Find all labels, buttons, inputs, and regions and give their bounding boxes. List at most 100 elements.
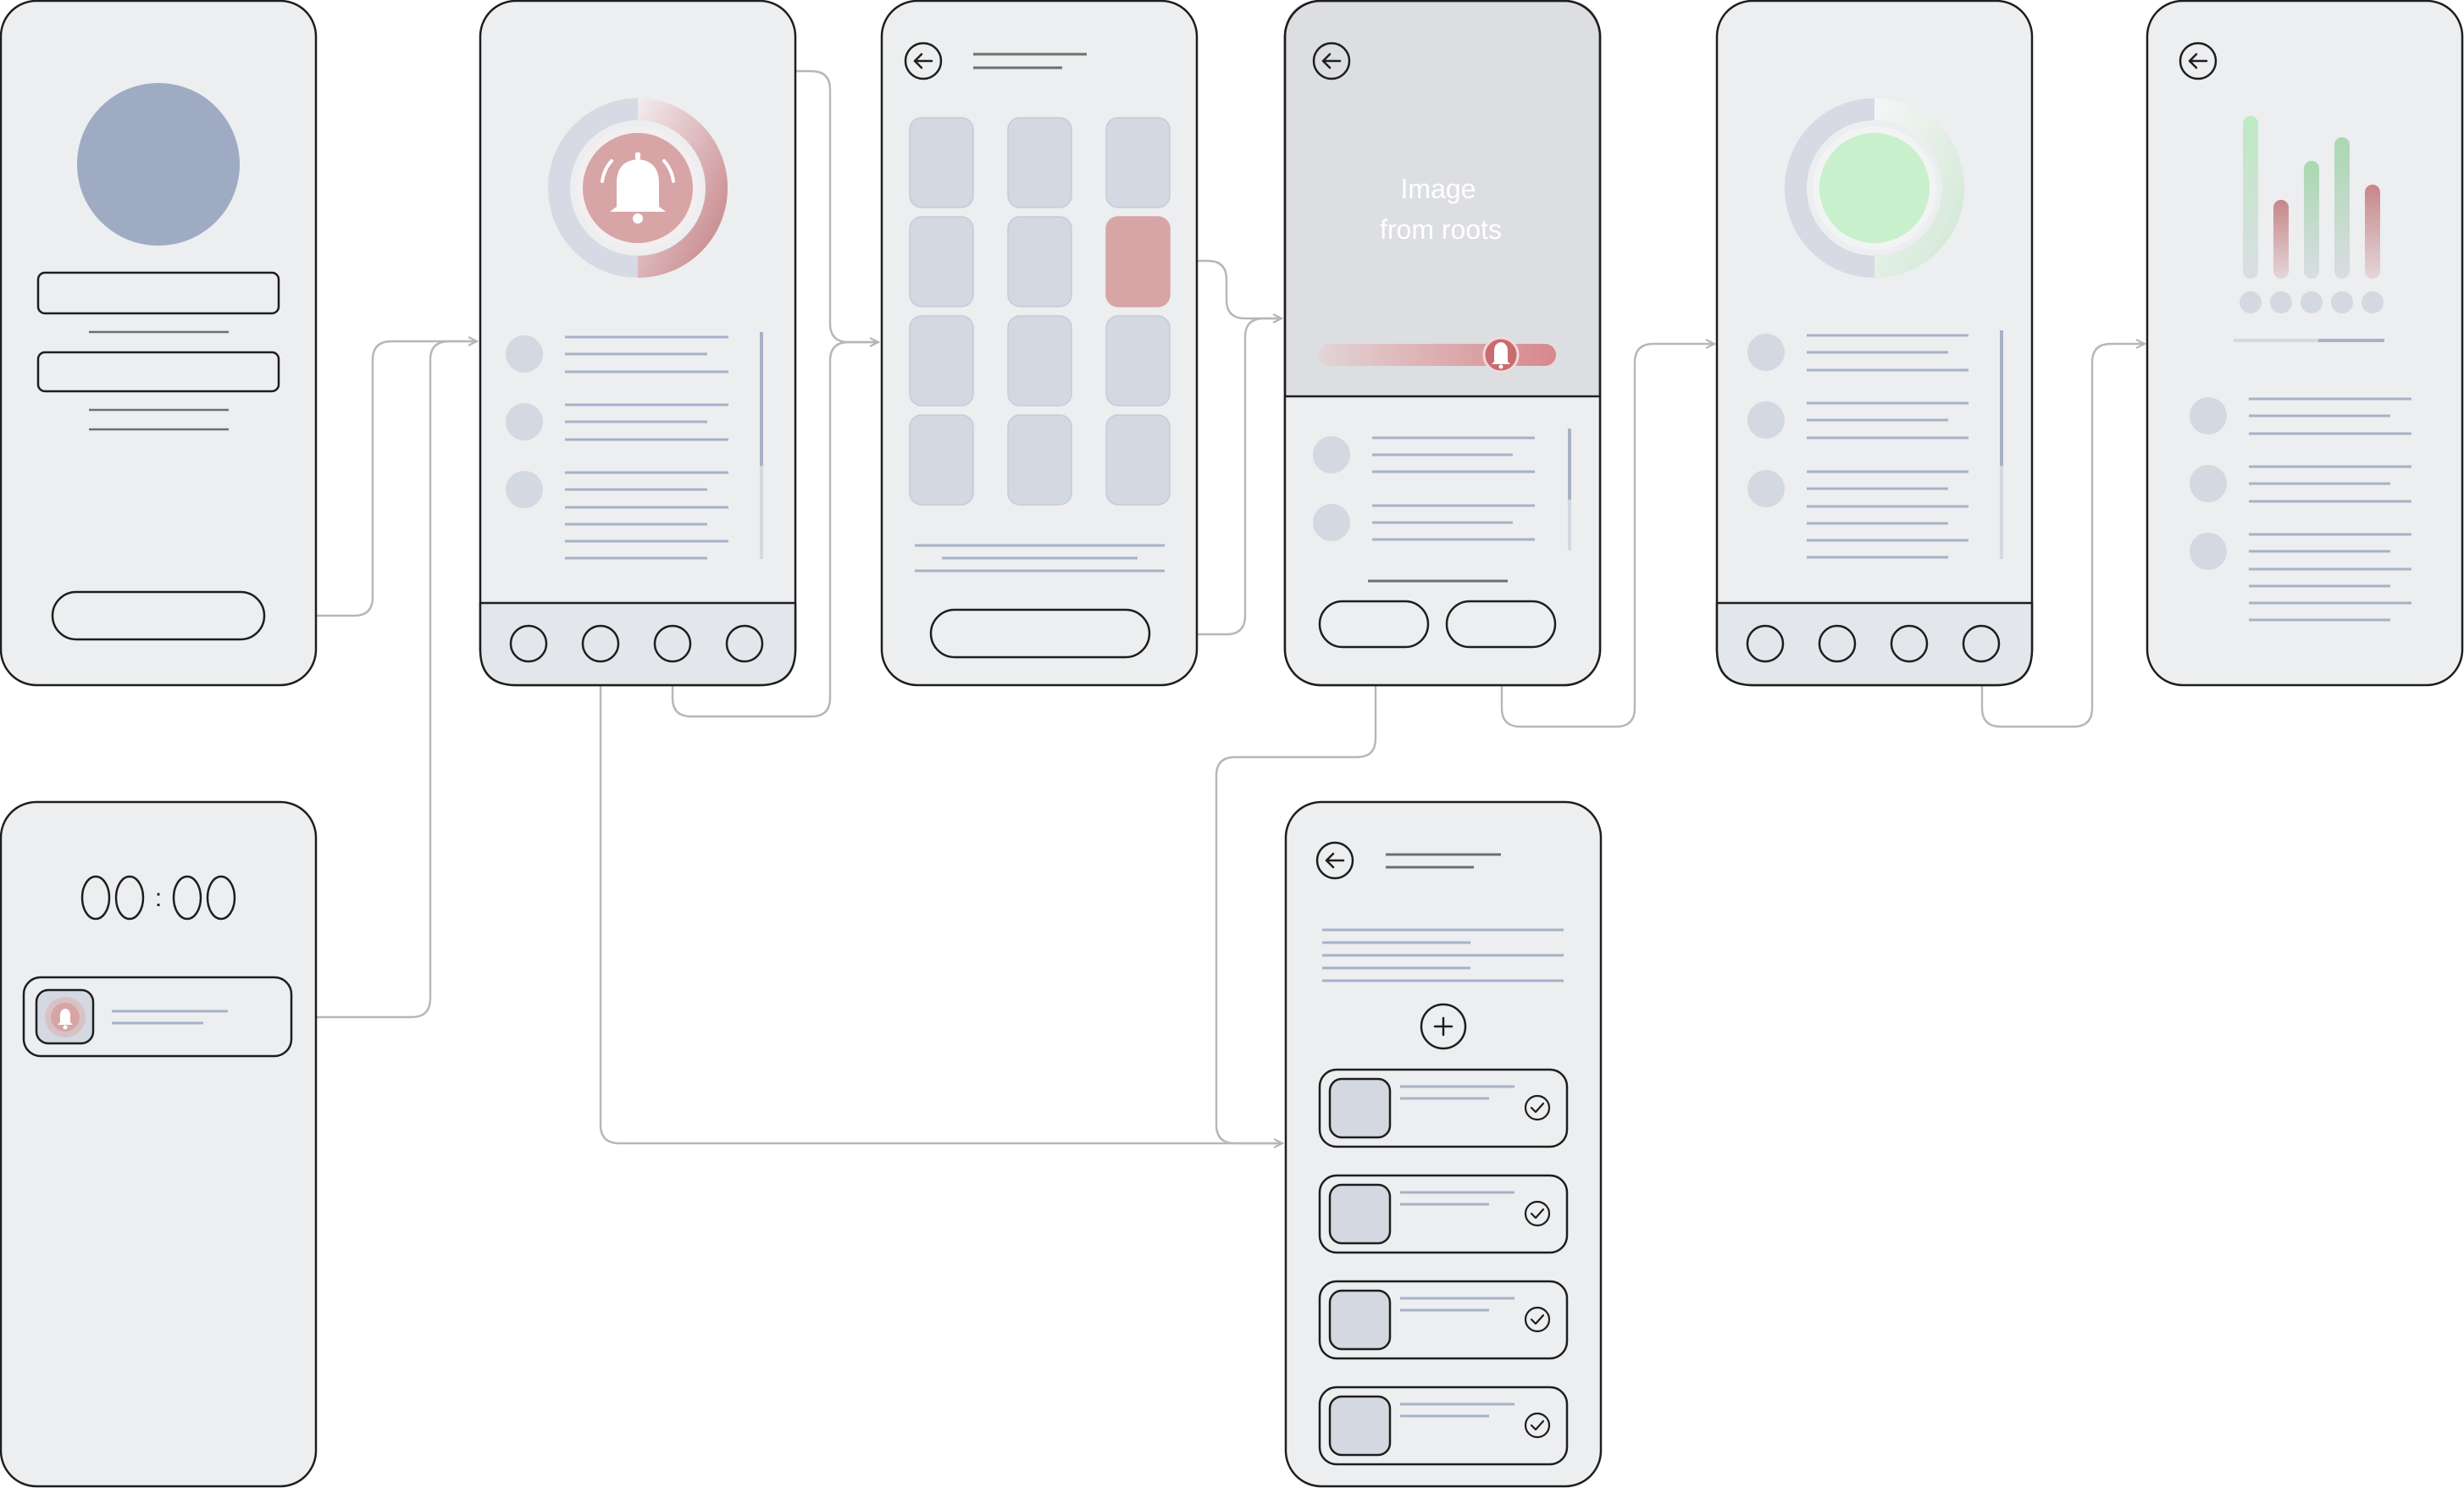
hero-caption-line-1: Image [1401,174,1476,204]
clock-digit-frame [206,875,236,921]
list-item-avatar [2190,397,2227,434]
list-item-avatar [506,335,543,373]
list-item-avatar [1747,470,1785,507]
grid-tile[interactable] [1007,117,1072,208]
left-action-button[interactable] [1318,600,1430,649]
screen-home [479,0,797,687]
grid-tile[interactable] [909,117,974,208]
progress-ring-fill [637,98,728,278]
nav-tab-4[interactable] [725,624,764,663]
bottom-nav-bar [1715,601,2034,687]
continue-button[interactable] [929,608,1151,659]
bottom-nav-bar [479,601,797,687]
bell-icon [1492,342,1510,369]
phone-frame-outline [1283,0,1602,687]
grid-tile[interactable] [1105,117,1171,208]
avatar-placeholder [77,83,240,246]
grid-tile-selected[interactable] [1105,216,1171,307]
card-thumbnail [1328,1395,1392,1457]
grid-tile[interactable] [909,216,974,307]
chart-bar [2273,200,2289,279]
password-field[interactable] [36,351,280,393]
list-item-avatar [1313,436,1350,473]
check-circle-icon[interactable] [1524,1200,1551,1227]
hero-image-area [1285,1,1600,396]
grid-tile[interactable] [1105,315,1171,407]
chart-bar [2243,116,2258,279]
card-thumbnail [1328,1077,1392,1139]
chart-dot[interactable] [2331,291,2353,313]
plus-icon[interactable] [1420,1003,1467,1050]
card-thumbnail [1328,1289,1392,1351]
chart-dot[interactable] [2270,291,2292,313]
clock-digit-frame [80,875,111,921]
clock-digit-frame [172,875,202,921]
notification-card[interactable] [22,976,293,1058]
connector-nav-to-chart [1980,344,2145,728]
list-item-avatar [1747,401,1785,439]
grid-tile[interactable] [1105,414,1171,506]
nav-tab-1[interactable] [509,624,548,663]
back-arrow-icon[interactable] [1312,41,1351,80]
chart-bar [2365,185,2380,279]
right-action-button[interactable] [1445,600,1557,649]
card-thumbnail [1328,1183,1392,1245]
list-card[interactable] [1318,1386,1569,1466]
check-circle-icon[interactable] [1524,1412,1551,1439]
list-card[interactable] [1318,1068,1569,1148]
nav-tab-2[interactable] [1818,624,1857,663]
back-arrow-icon[interactable] [1315,841,1354,880]
list-item-avatar [1313,504,1350,541]
grid-tile[interactable] [1007,216,1072,307]
connector-detail-to-list [1215,648,1377,1145]
connector-nav-to-grid [671,340,878,718]
screen-lock: : [0,800,318,1488]
chart-dot[interactable] [2301,291,2323,313]
connector-login-to-home [269,341,477,617]
grid-tile[interactable] [909,315,974,407]
status-indicator[interactable] [1819,133,1930,243]
connector-notification-to-home [295,340,477,1019]
chart-dot[interactable] [2240,291,2262,313]
screen-detail: Image from roots [1283,0,1602,687]
login-button[interactable] [51,590,266,641]
bell-icon [601,152,675,224]
connector-detail-to-stats [1500,344,1714,728]
connector-nav-to-list [599,669,1282,1143]
screen-progress [1715,0,2034,687]
chart-bar [2304,161,2319,279]
phone-frame [1284,800,1603,1488]
hero-caption-line-2: from roots [1380,214,1502,245]
grid-tile[interactable] [1007,315,1072,407]
back-arrow-icon[interactable] [2179,41,2218,80]
progress-ring-fill [1874,98,1964,278]
list-card[interactable] [1318,1280,1569,1360]
chart-bar [2334,137,2350,279]
grid-tile[interactable] [1007,414,1072,506]
tile-grid [909,117,1171,506]
nav-tab-3[interactable] [1890,624,1929,663]
grid-tile[interactable] [909,414,974,506]
screen-checklist [1284,800,1603,1488]
list-card[interactable] [1318,1174,1569,1254]
bell-icon [58,1009,73,1030]
nav-tab-3[interactable] [653,624,692,663]
screen-login [0,0,318,687]
list-item-avatar [506,403,543,440]
check-circle-icon[interactable] [1524,1094,1551,1121]
list-item-avatar [2190,533,2227,570]
slider-track[interactable] [1319,344,1556,366]
nav-tab-4[interactable] [1962,624,2001,663]
nav-tab-2[interactable] [581,624,620,663]
screen-grid [880,0,1199,687]
list-item-avatar [2190,465,2227,502]
username-field[interactable] [36,271,280,315]
nav-tab-1[interactable] [1746,624,1785,663]
back-arrow-icon[interactable] [904,41,943,80]
connector-tile-to-detail [1170,259,1282,318]
phone-frame [0,800,318,1488]
check-circle-icon[interactable] [1524,1306,1551,1333]
list-item-avatar [1747,334,1785,371]
chart-dot[interactable] [2362,291,2384,313]
